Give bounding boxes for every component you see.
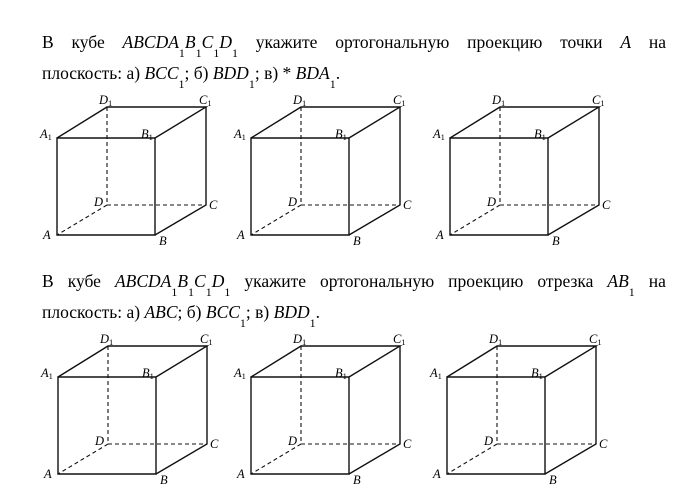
vertex-label-a1: A1 [39, 127, 52, 142]
vertex-label-c: C [403, 198, 412, 212]
cube-row1-3 [449, 106, 600, 236]
vertex-label-d: D [93, 195, 103, 209]
vertex-label-c1: C1 [592, 93, 605, 108]
vertex-label-d1: D1 [491, 93, 505, 108]
vertex-label-b: B [160, 473, 168, 487]
vertex-label-d1: D1 [488, 332, 502, 347]
vertex-label-b: B [353, 473, 361, 487]
vertex-label-b: B [549, 473, 557, 487]
task2-line2: плоскость: а) ABC; б) BCC1; в) BDD1. [42, 297, 666, 330]
vertex-label-b: B [159, 234, 167, 248]
cube-row2-3 [446, 345, 597, 475]
cube-name: ABCDA1B1C1D1 [122, 32, 238, 60]
vertex-label-b1: B1 [534, 127, 546, 142]
vertex-label-d1: D1 [98, 93, 112, 108]
word: отрезка [537, 271, 594, 291]
word: кубе [67, 271, 101, 291]
label-text: ; в) [245, 302, 270, 322]
word: точки [560, 32, 603, 52]
vertex-label-d: D [287, 434, 297, 448]
vertex-label-b1: B1 [335, 366, 347, 381]
vertex-label-d1: D1 [292, 93, 306, 108]
label-text: . [315, 302, 320, 322]
vertex-label-a: A [43, 467, 52, 481]
task2-line1: В кубе ABCDA1B1C1D1 укажите ортогональну… [42, 266, 666, 299]
plane-b: BDD [212, 63, 249, 83]
vertex-label-a1: A1 [429, 366, 442, 381]
vertex-label-b1: B1 [335, 127, 347, 142]
plane-c: BDD [273, 302, 310, 322]
cube-row1-1 [56, 106, 207, 236]
subscript: 1 [309, 316, 316, 330]
task1-paragraph: В кубе ABCDA1B1C1D1 укажите ортогональну… [42, 27, 666, 91]
vertex-label-b1: B1 [141, 127, 153, 142]
subscript: 1 [248, 77, 255, 91]
vertex-label-b1: B1 [142, 366, 154, 381]
vertex-label-b: B [552, 234, 560, 248]
point-name: A [620, 32, 632, 52]
vertex-label-d1: D1 [292, 332, 306, 347]
vertex-label-b: B [353, 234, 361, 248]
cube-row1-2 [250, 106, 401, 236]
word: на [648, 32, 666, 52]
vertex-label-d: D [483, 434, 493, 448]
label-text: ; б) [184, 63, 209, 83]
vertex-label-c: C [602, 198, 611, 212]
vertex-label-a: A [435, 228, 444, 242]
vertex-label-c1: C1 [393, 332, 406, 347]
subscript: 1 [178, 77, 185, 91]
vertex-label-d: D [94, 434, 104, 448]
word: на [648, 271, 666, 291]
word: укажите [255, 32, 318, 52]
vertex-label-c1: C1 [589, 332, 602, 347]
segment-name: AB1 [607, 271, 635, 299]
vertex-label-b1: B1 [531, 366, 543, 381]
word: В [42, 271, 54, 291]
word: ортогональную [320, 271, 435, 291]
label-text: ; в) * [254, 63, 292, 83]
vertex-label-a: A [236, 228, 245, 242]
vertex-label-c: C [209, 198, 218, 212]
cube-row2-1 [57, 345, 208, 475]
vertex-label-d: D [287, 195, 297, 209]
word: проекцию [467, 32, 543, 52]
label-text: плоскость: а) [42, 63, 141, 83]
task1-line1: В кубе ABCDA1B1C1D1 укажите ортогональну… [42, 27, 666, 60]
subscript: 1 [329, 77, 336, 91]
plane-a: ABC [144, 302, 178, 322]
vertex-label-c1: C1 [393, 93, 406, 108]
label-text: ; б) [177, 302, 202, 322]
word: В [42, 32, 54, 52]
vertex-label-d: D [486, 195, 496, 209]
vertex-label-a1: A1 [432, 127, 445, 142]
vertex-label-a: A [432, 467, 441, 481]
word: кубе [71, 32, 105, 52]
cube-name: ABCDA1B1C1D1 [114, 271, 231, 299]
vertex-label-a1: A1 [233, 366, 246, 381]
plane-b: BCC [205, 302, 240, 322]
vertex-label-c: C [210, 437, 219, 451]
cube-row2-2 [250, 345, 401, 475]
subscript: 1 [239, 316, 246, 330]
vertex-label-c1: C1 [199, 93, 212, 108]
vertex-label-a: A [42, 228, 51, 242]
word: ортогональную [335, 32, 450, 52]
vertex-label-c: C [403, 437, 412, 451]
vertex-label-a: A [236, 467, 245, 481]
label-text: плоскость: а) [42, 302, 141, 322]
word: проекцию [448, 271, 524, 291]
vertex-label-c1: C1 [200, 332, 213, 347]
label-text: . [335, 63, 341, 83]
task2-paragraph: В кубе ABCDA1B1C1D1 укажите ортогональну… [42, 266, 666, 330]
word: укажите [244, 271, 307, 291]
vertex-label-a1: A1 [233, 127, 246, 142]
vertex-label-c: C [599, 437, 608, 451]
vertex-label-a1: A1 [40, 366, 53, 381]
task1-line2: плоскость: а) BCC1; б) BDD1; в) * BDA1. [42, 58, 666, 91]
vertex-label-d1: D1 [99, 332, 113, 347]
plane-a: BCC [144, 63, 179, 83]
plane-c: BDA [295, 63, 330, 83]
